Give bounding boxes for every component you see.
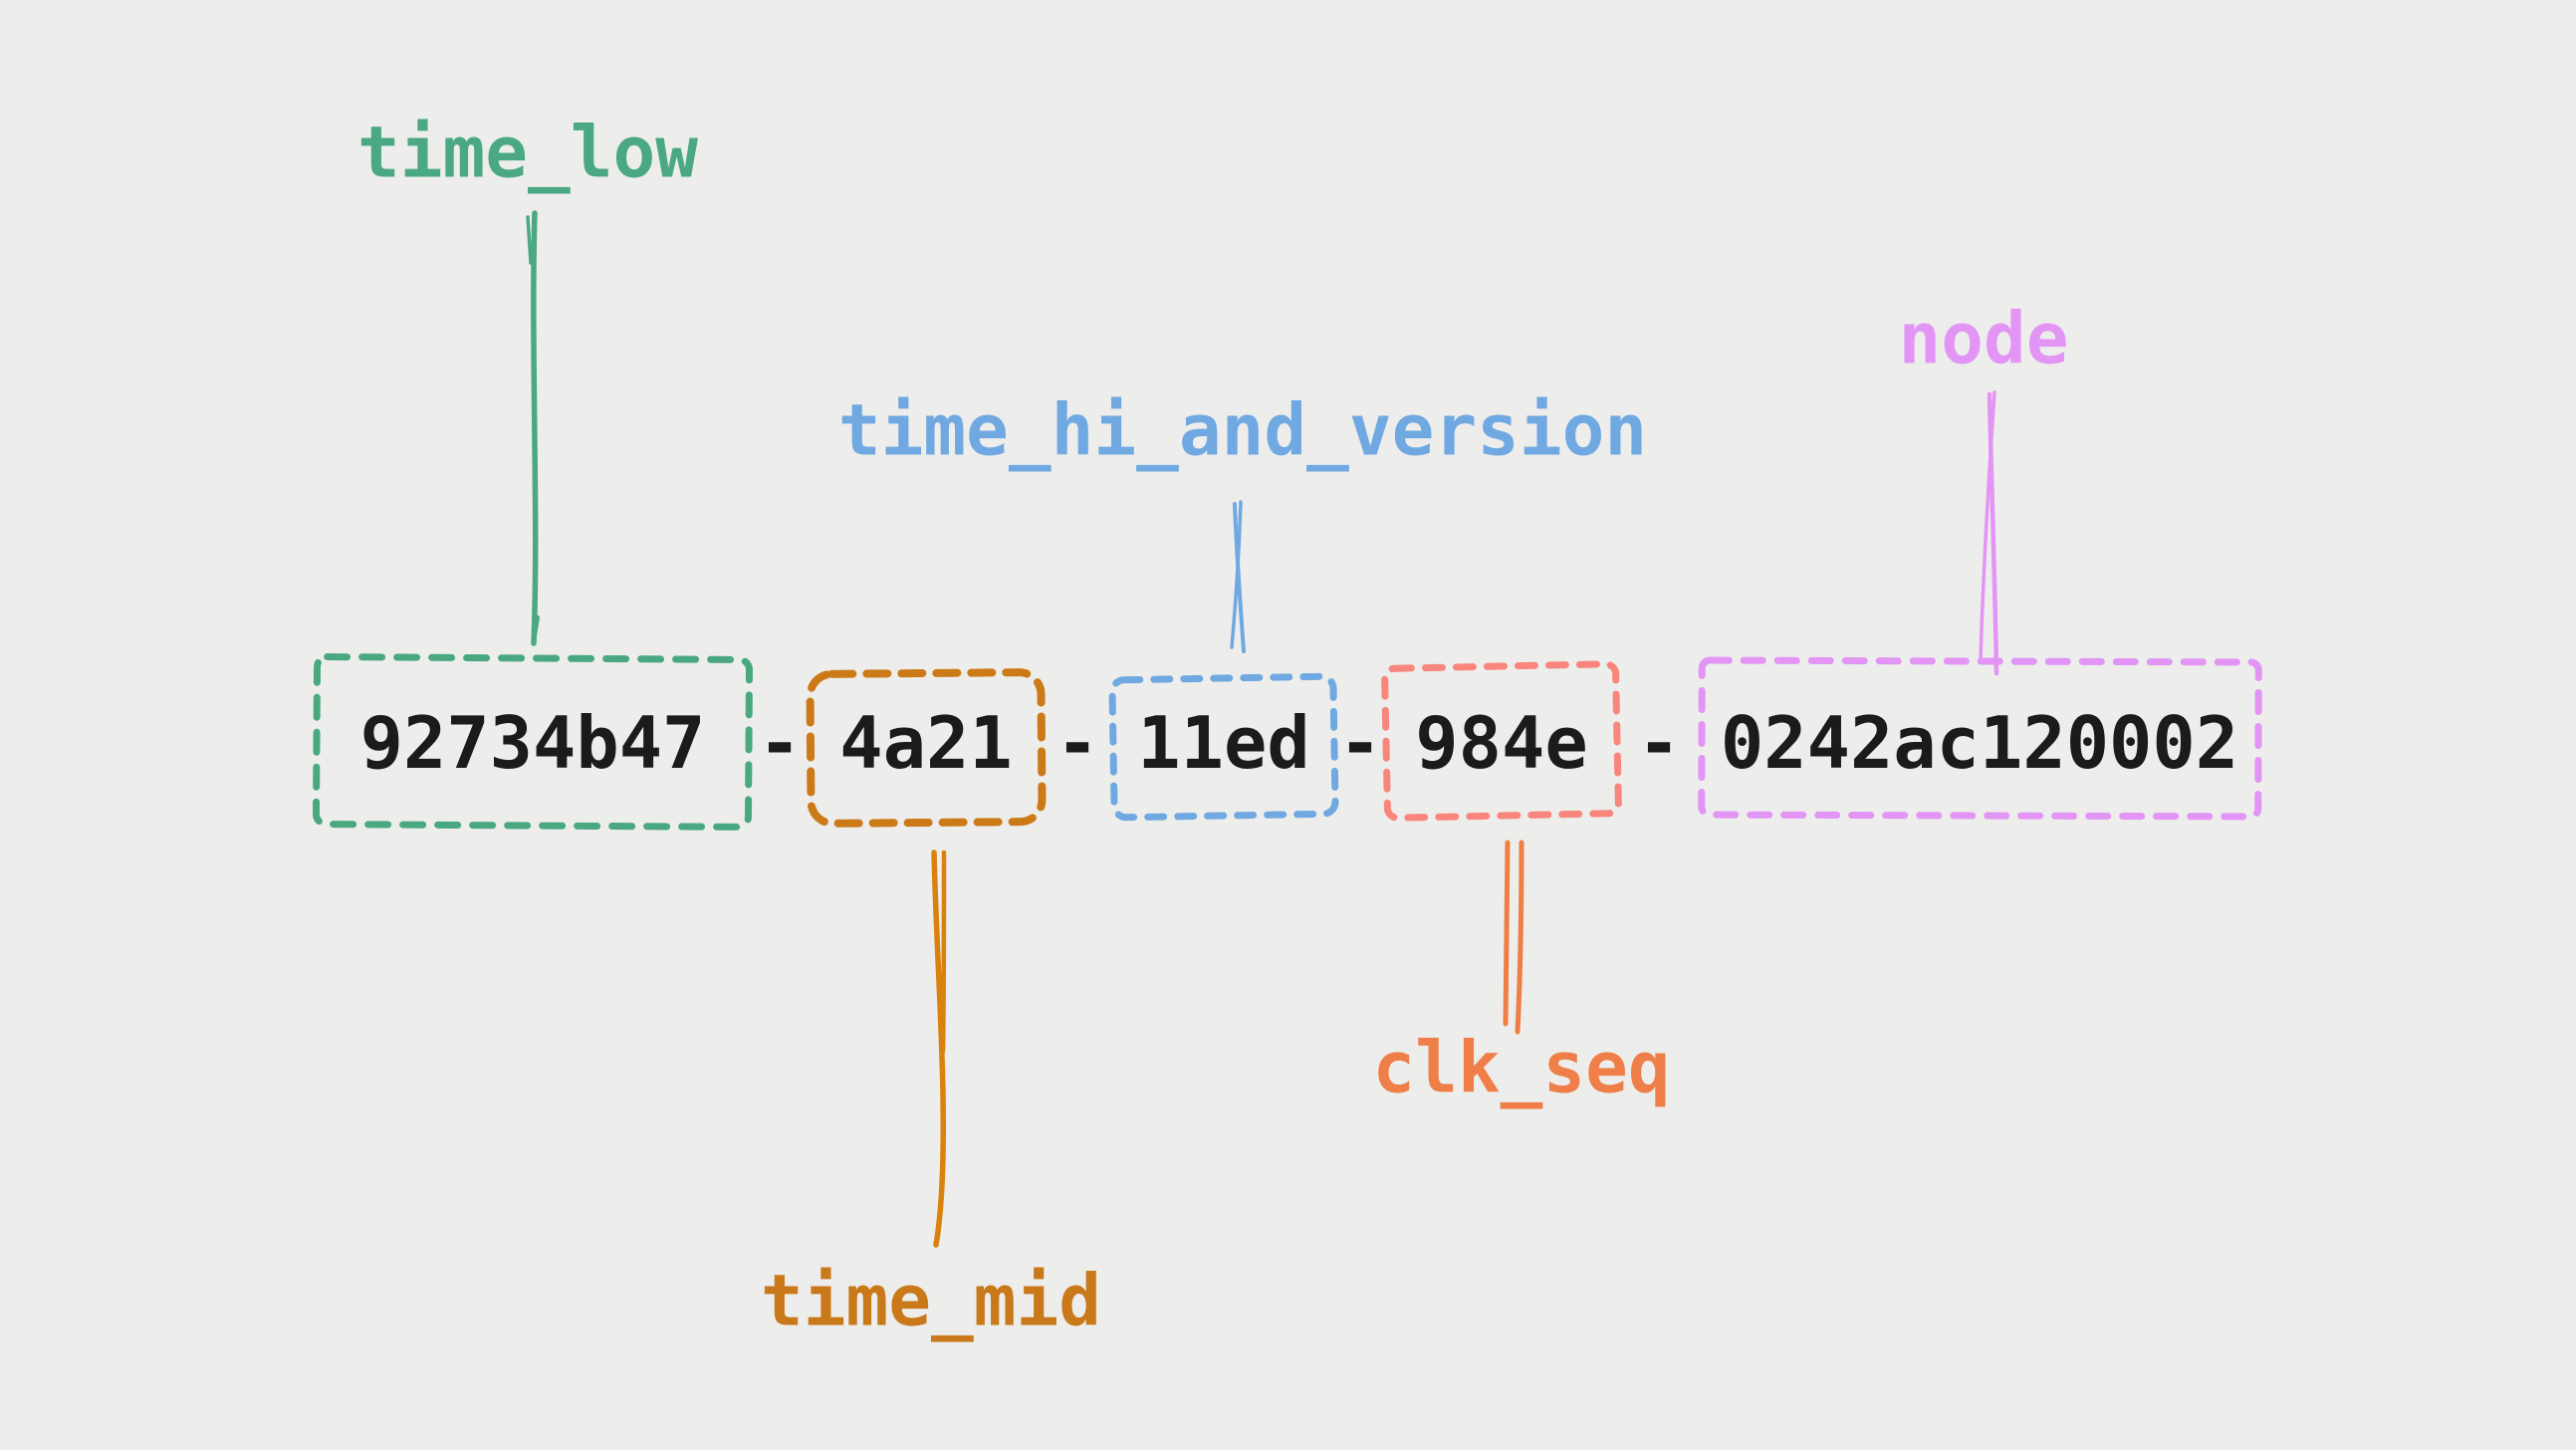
uuid-separator-2: - (1055, 701, 1099, 785)
time-hi-and-version-box (1108, 672, 1339, 822)
time-low-box (312, 653, 754, 831)
segment-clk-seq-value: 984e (1415, 701, 1588, 785)
uuid-separator-3: - (1338, 701, 1382, 785)
segment-time-hi-and-version-value: 11ed (1137, 701, 1310, 785)
uuid-separator-4: - (1637, 701, 1681, 785)
time-low-connector (526, 210, 540, 646)
node-connector (1979, 390, 1999, 676)
uuid-separator-1: - (758, 701, 802, 785)
clk-seq-box (1381, 660, 1622, 822)
time-hi-and-version-connector (1230, 500, 1246, 653)
segment-node-value: 0242ac120002 (1720, 701, 2239, 785)
label-node: node (1898, 297, 2069, 380)
time-mid-box (806, 668, 1047, 828)
time-mid-connector (931, 849, 947, 1248)
label-clk-seq: clk_seq (1372, 1026, 1671, 1109)
segment-time-low-value: 92734b47 (359, 701, 706, 785)
label-time-low: time_low (357, 111, 698, 194)
segment-time-mid-value: 4a21 (839, 701, 1013, 785)
clk-seq-connector (1503, 840, 1524, 1035)
label-time-mid: time_mid (761, 1259, 1101, 1342)
label-time-hi-and-version: time_hi_and_version (837, 388, 1648, 472)
